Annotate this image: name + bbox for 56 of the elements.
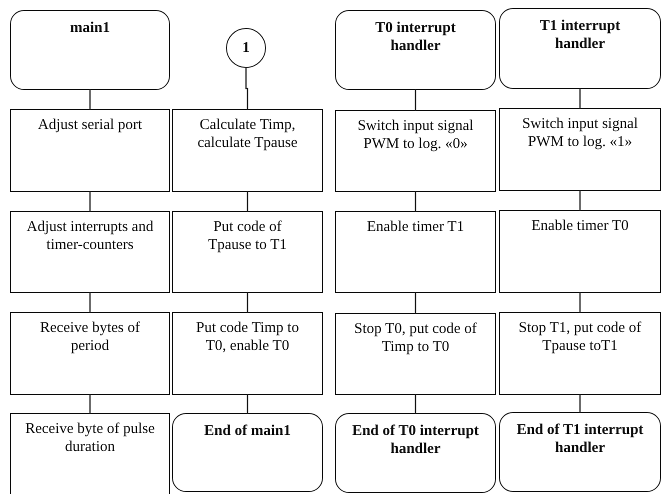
terminal-box: [499, 412, 661, 492]
heading-text: End of main1: [203, 422, 292, 440]
process-box: [499, 108, 661, 191]
connector-line: [89, 395, 91, 413]
process-box: [172, 211, 323, 293]
terminal-box: [499, 8, 661, 89]
process-box: [10, 211, 170, 293]
step-text: Enable timer T0: [530, 217, 630, 235]
connector-line: [246, 192, 248, 211]
process-box: [172, 109, 323, 192]
heading-text: T1 interrupt handler: [538, 17, 622, 53]
step-text: Adjust serial port: [36, 116, 144, 134]
process-box: [499, 312, 661, 395]
heading-text: main1: [68, 19, 111, 37]
connector-line: [579, 89, 581, 108]
process-box: [335, 313, 496, 395]
terminal-box: [335, 10, 496, 90]
step-text: Adjust interrupts and timer-counters: [26, 218, 154, 254]
step-text: Stop T1, put code of Tpause toT1: [518, 319, 642, 355]
process-box: [10, 413, 170, 494]
process-box: [499, 210, 661, 293]
connector-line: [245, 68, 248, 109]
connector-line: [579, 395, 581, 412]
connector-line: [414, 192, 416, 211]
step-text: Switch input signal PWM to log. «1»: [521, 115, 639, 151]
process-box: [10, 109, 170, 192]
step-text: Put code Timp to T0, enable T0: [195, 319, 300, 355]
step-text: Receive byte of pulse duration: [25, 420, 155, 456]
connector-circle: [226, 28, 266, 68]
connector-number: 1: [241, 39, 251, 57]
step-text: Receive bytes of period: [39, 319, 141, 355]
step-text: Calculate Timp, calculate Tpause: [196, 116, 299, 152]
connector-line: [414, 395, 416, 413]
step-text: Enable timer T1: [366, 218, 466, 236]
connector-line: [414, 90, 416, 110]
terminal-box: [172, 413, 323, 492]
connector-line: [89, 192, 91, 211]
terminal-box: [10, 10, 170, 90]
connector-line: [89, 293, 91, 312]
connector-line: [246, 293, 248, 312]
process-box: [335, 211, 496, 293]
connector-line: [89, 90, 91, 109]
step-text: Put code of Tpause to T1: [207, 218, 288, 254]
process-box: [172, 312, 323, 395]
process-box: [10, 312, 170, 395]
connector-line: [579, 191, 581, 210]
step-text: Switch input signal PWM to log. «0»: [356, 117, 474, 153]
step-text: Stop T0, put code of Timp to T0: [353, 320, 478, 356]
process-box: [335, 110, 496, 192]
heading-text: T0 interrupt handler: [374, 19, 457, 55]
heading-text: End of T0 interrupt handler: [352, 422, 479, 458]
terminal-box: [335, 413, 496, 493]
connector-line: [414, 293, 416, 313]
connector-line: [579, 293, 581, 312]
connector-line: [246, 395, 248, 413]
heading-text: End of T1 interrupt handler: [516, 421, 644, 457]
